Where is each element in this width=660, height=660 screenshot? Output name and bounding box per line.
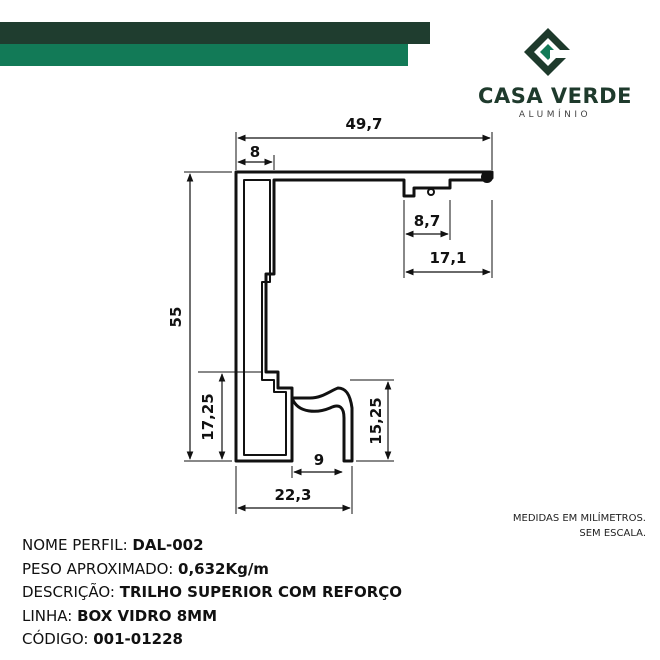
note-line-1: MEDIDAS EM MILÍMETROS. — [512, 513, 646, 524]
spec-label: CÓDIGO: — [22, 630, 94, 648]
profile-outline — [234, 170, 494, 463]
dim-height: 55 — [167, 307, 185, 328]
note-line-2: SEM ESCALA. — [579, 528, 646, 539]
spec-label: PESO APROXIMADO: — [22, 559, 179, 578]
spec-label: LINHA: — [22, 606, 78, 625]
dim-hook-gap: 9 — [314, 451, 324, 469]
spec-value: 001-01228 — [93, 630, 183, 648]
spec-row-name: NOME PERFIL: DAL-002 — [22, 534, 402, 558]
dim-base-width: 22,3 — [274, 486, 311, 504]
brand-subtitle: ALUMÍNIO — [518, 110, 592, 120]
brand-logo: CASA VERDE ALUMÍNIO — [470, 20, 640, 130]
dim-slot-width: 8,7 — [414, 212, 441, 230]
dim-total-width: 49,7 — [345, 115, 382, 133]
dim-hook-height: 15,25 — [367, 397, 385, 444]
spec-value: DAL-002 — [132, 536, 204, 554]
profile-specs: NOME PERFIL: DAL-002 PESO APROXIMADO: 0,… — [22, 534, 402, 652]
dim-wall: 8 — [250, 143, 260, 161]
dim-slot-offset: 17,1 — [429, 249, 466, 267]
spec-row-line: LINHA: BOX VIDRO 8MM — [22, 605, 402, 629]
spec-value: BOX VIDRO 8MM — [77, 606, 218, 625]
brand-name: CASA VERDE — [478, 84, 632, 108]
spec-value: TRILHO SUPERIOR COM REFORÇO — [119, 583, 403, 601]
spec-value: 0,632Kg/m — [178, 559, 269, 578]
spec-label: NOME PERFIL: — [22, 536, 133, 554]
spec-row-description: DESCRIÇÃO: TRILHO SUPERIOR COM REFORÇO — [22, 581, 402, 605]
header-band-green — [0, 44, 408, 66]
measurement-note: MEDIDAS EM MILÍMETROS. SEM ESCALA. — [513, 511, 646, 541]
casa-verde-logo-icon — [524, 28, 574, 76]
dimension-lines — [186, 134, 491, 512]
header-band-dark — [0, 22, 430, 44]
spec-label: DESCRIÇÃO: — [22, 583, 120, 601]
dim-lower-height: 17,25 — [199, 393, 217, 440]
profile-bead — [481, 171, 493, 183]
spec-row-code: CÓDIGO: 001-01228 — [22, 628, 402, 652]
extension-lines — [184, 132, 493, 514]
spec-row-weight: PESO APROXIMADO: 0,632Kg/m — [22, 558, 402, 582]
slot-screw-hole — [427, 188, 435, 196]
